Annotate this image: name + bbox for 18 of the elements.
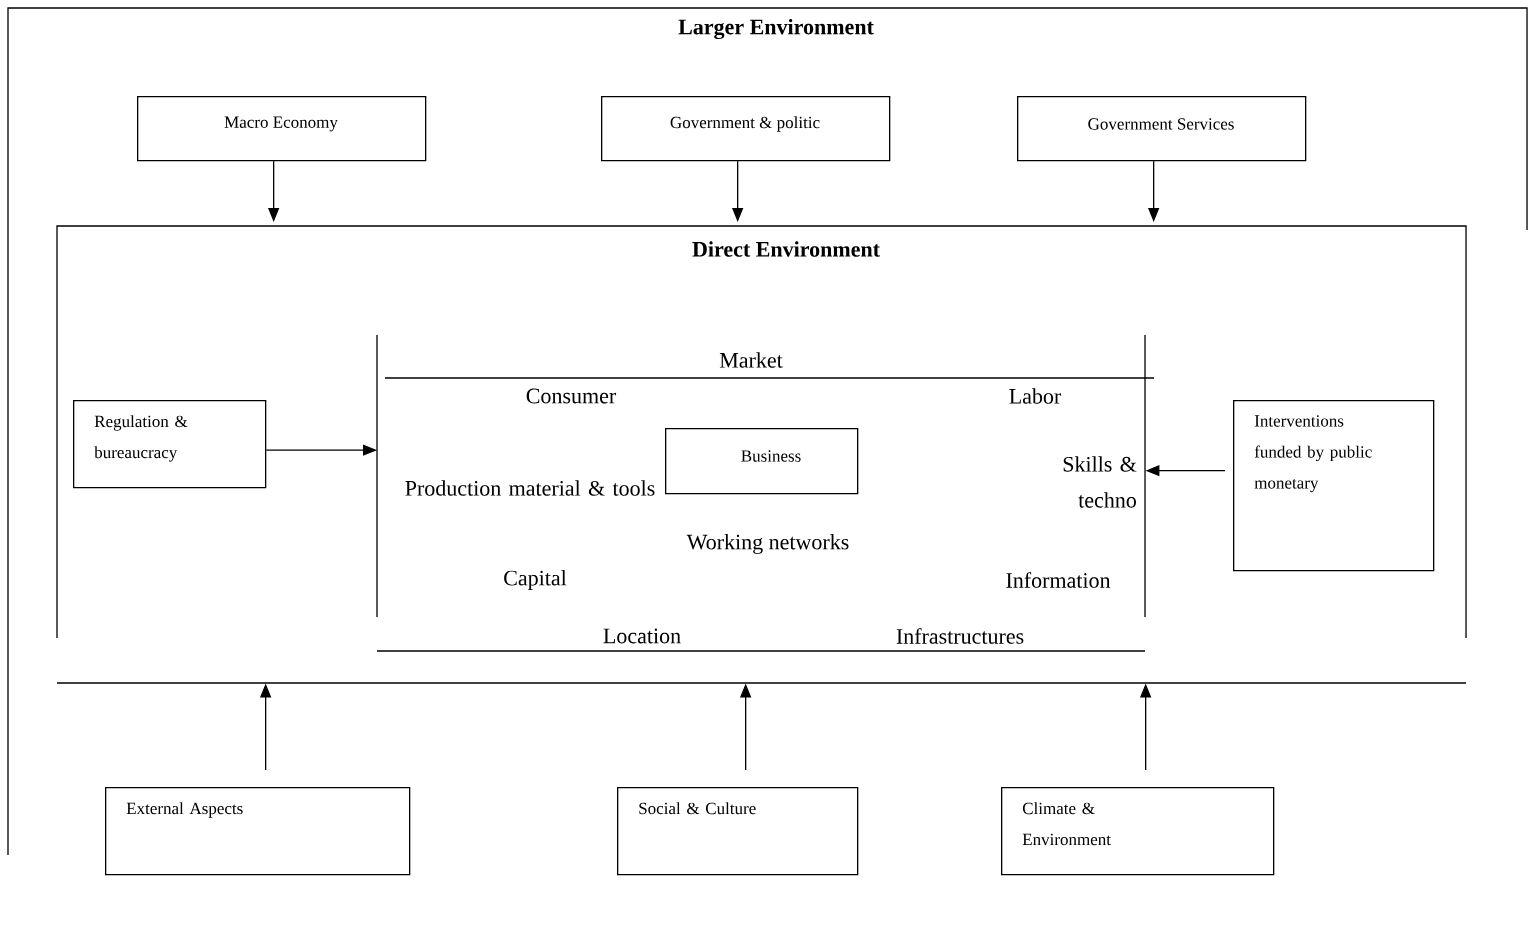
region-label: Working networks xyxy=(686,534,849,554)
region-label: Consumer xyxy=(526,388,617,404)
region-label: Skills & techno xyxy=(1063,456,1137,508)
process-box: Government Services xyxy=(1017,96,1307,162)
process-box: Climate & Environment xyxy=(1001,787,1275,876)
process-box: Macro Economy xyxy=(137,96,427,162)
region-label: Information xyxy=(1006,572,1111,588)
process-box: Social & Culture xyxy=(617,787,859,876)
region-label: Production material & tools xyxy=(405,480,655,496)
region-label: Infrastructures xyxy=(896,628,1024,644)
region-label: Capital xyxy=(504,570,567,590)
process-box: Regulation & bureaucracy xyxy=(73,400,267,489)
process-box: External Aspects xyxy=(105,787,411,876)
region-label: Location xyxy=(603,628,681,644)
region-label: Labor xyxy=(1009,388,1062,404)
process-box: Government & politic xyxy=(601,96,891,162)
process-box: Interventions funded by public monetary xyxy=(1233,400,1435,572)
process-box: Business xyxy=(665,428,859,495)
